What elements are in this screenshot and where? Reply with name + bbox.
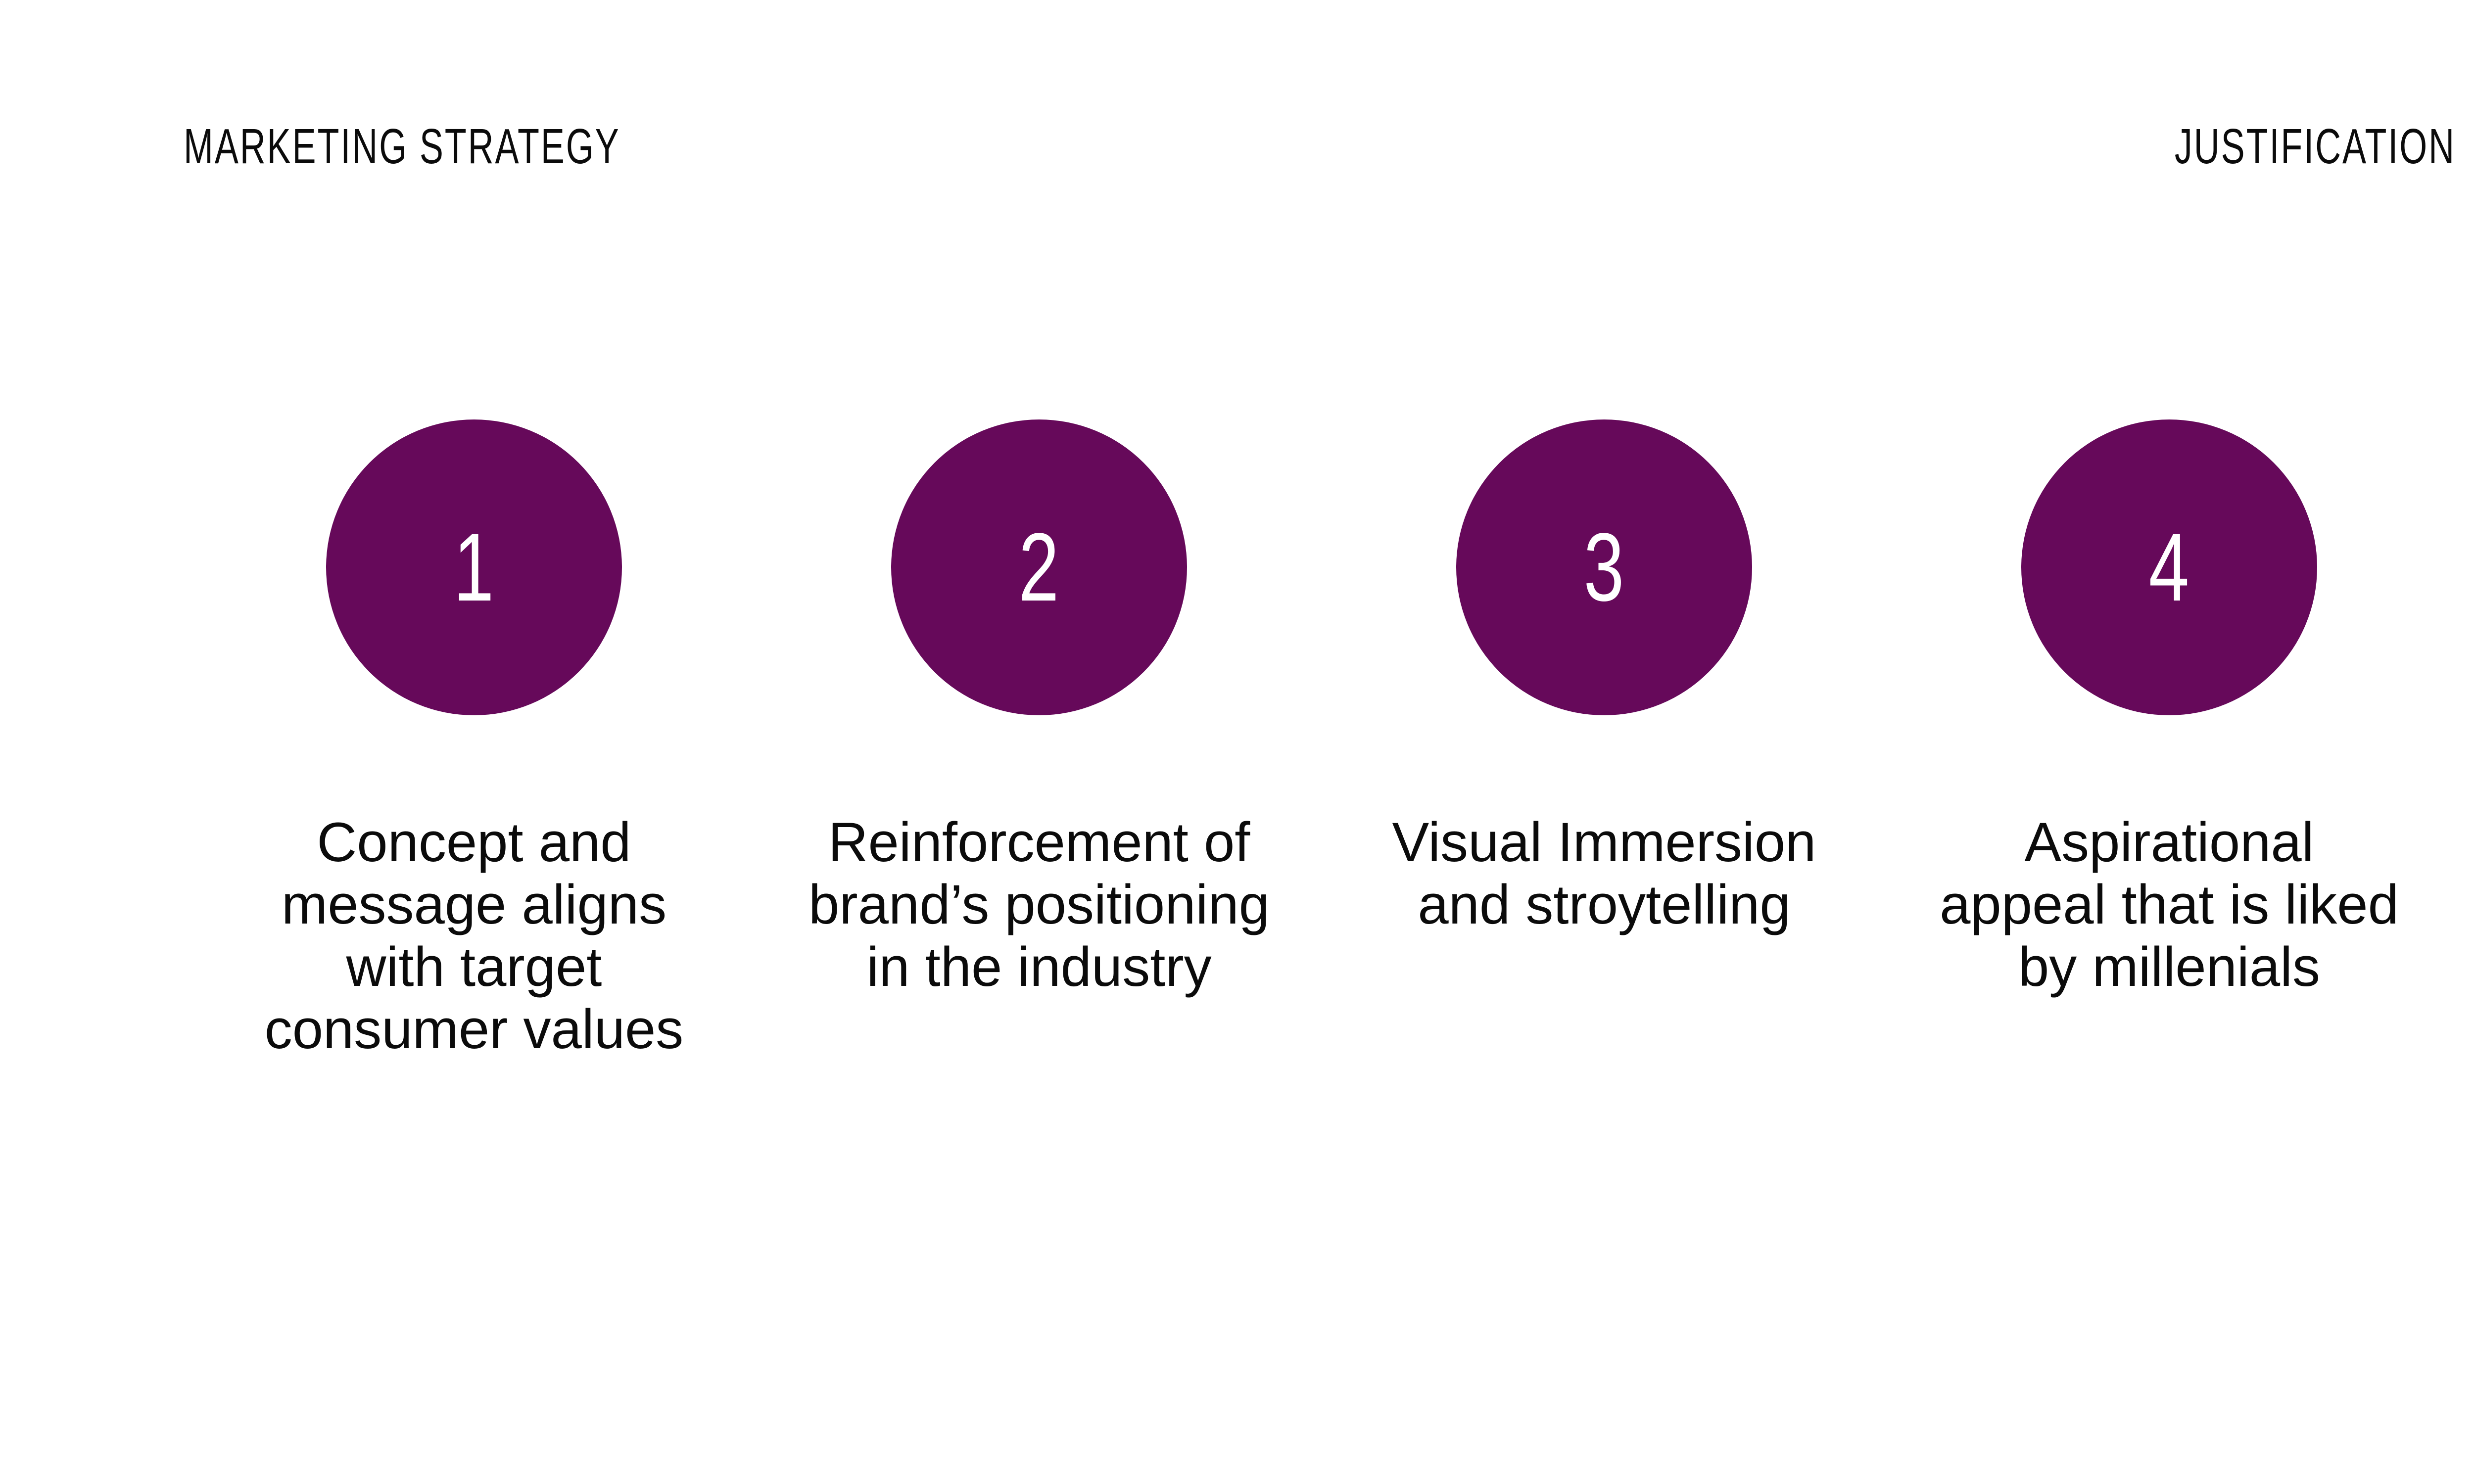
step-3: 3 Visual Immersion and stroytelling bbox=[1320, 419, 1889, 936]
page-title-right: JUSTIFICATION bbox=[2065, 122, 2456, 171]
step-3-caption: Visual Immersion and stroytelling bbox=[1392, 811, 1816, 935]
step-4-circle: 4 bbox=[2021, 419, 2317, 715]
step-4-caption: Aspirational appeal that is liked by mil… bbox=[1940, 811, 2399, 998]
step-4-number: 4 bbox=[2149, 513, 2189, 621]
page-title-left-text: MARKETING STRATEGY bbox=[184, 119, 620, 174]
step-1: 1 Concept and message aligns with target… bbox=[190, 419, 759, 1061]
page-title-left: MARKETING STRATEGY bbox=[184, 122, 790, 171]
page-title-right-text: JUSTIFICATION bbox=[2174, 119, 2456, 174]
step-2-number: 2 bbox=[1019, 513, 1059, 621]
step-1-caption: Concept and message aligns with target c… bbox=[264, 811, 684, 1060]
step-2: 2 Reinforcement of brand’s positioning i… bbox=[755, 419, 1324, 998]
step-4: 4 Aspirational appeal that is liked by m… bbox=[1885, 419, 2454, 998]
step-2-caption: Reinforcement of brand’s positioning in … bbox=[809, 811, 1270, 998]
step-3-number: 3 bbox=[1584, 513, 1624, 621]
step-3-circle: 3 bbox=[1456, 419, 1752, 715]
step-2-circle: 2 bbox=[891, 419, 1187, 715]
step-1-circle: 1 bbox=[326, 419, 622, 715]
step-1-number: 1 bbox=[454, 513, 494, 621]
